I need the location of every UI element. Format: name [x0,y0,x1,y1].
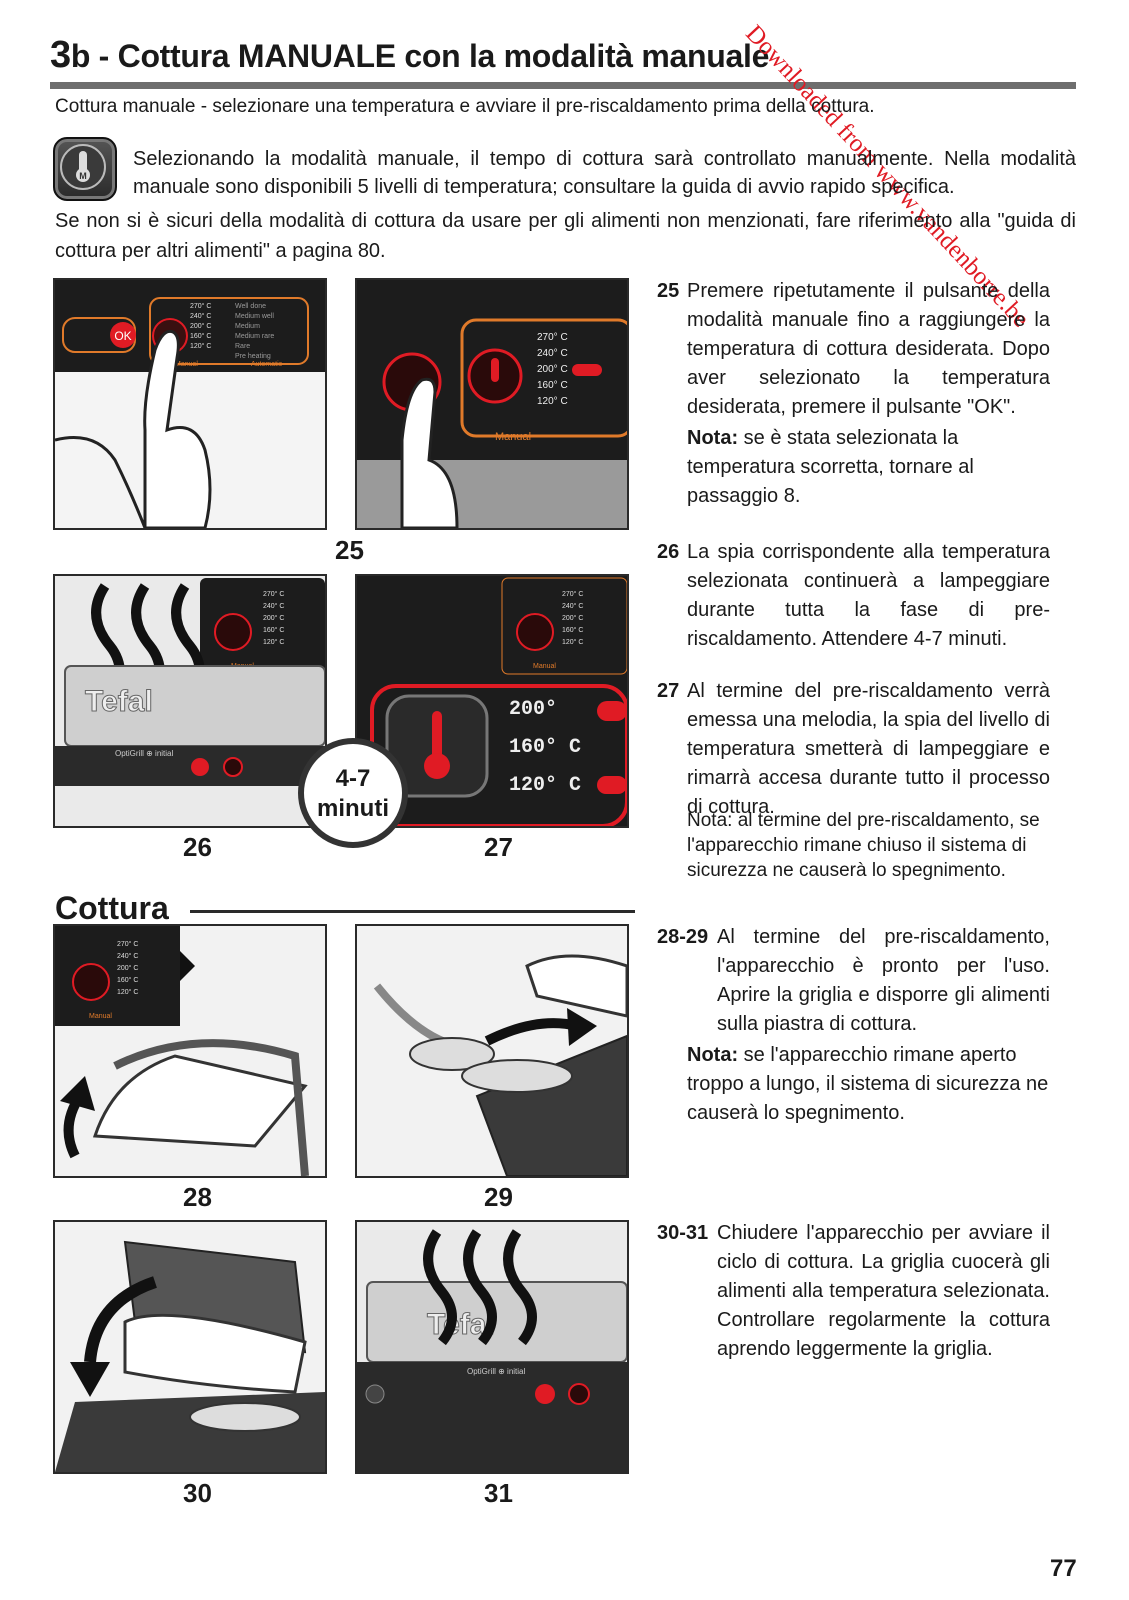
figure-28-label: 28 [183,1182,212,1212]
step-28-29-note: Nota: se l'apparecchio rimane aperto tro… [687,1041,1050,1128]
step-28-29: 28-29 Al termine del pre-riscaldamento, … [657,923,1050,1039]
manual-mode-paragraph: Selezionando la modalità manuale, il tem… [133,148,1076,198]
figure-29-label: 29 [484,1182,513,1212]
svg-text:120° C: 120° C [190,342,211,350]
step-25-note-text: se è stata selezionata la temperatura sc… [687,427,974,507]
intro-text: Cottura manuale - selezionare una temper… [55,96,875,117]
wait-time-badge: 4-7 minuti [298,738,408,848]
page-title: 3b - Cottura MANUALE con la modalità man… [50,34,770,76]
svg-text:120° C: 120° C [537,396,568,407]
step-26-text: La spia corrispondente alla temperatura … [687,541,1050,650]
svg-text:OptiGrill ⊕ initial: OptiGrill ⊕ initial [115,749,173,758]
figure-27: 270° C 240° C 200° C 160° C 120° C Manua… [355,574,629,828]
svg-text:160° C: 160° C [562,626,583,634]
step-28-29-text: Al termine del pre-riscaldamento, l'appa… [717,926,1050,1035]
figure-26-label: 26 [183,832,212,862]
svg-text:200° C: 200° C [190,322,211,330]
svg-text:200° C: 200° C [117,964,138,972]
svg-text:240° C: 240° C [117,952,138,960]
page-number: 77 [1050,1555,1077,1582]
figure-30-label: 30 [183,1478,212,1508]
svg-text:Manual: Manual [89,1013,112,1020]
figure-29 [355,924,629,1178]
svg-text:160° C: 160° C [117,976,138,984]
section-heading-cottura: Cottura [55,890,169,926]
svg-text:Manual: Manual [495,431,531,443]
svg-text:160° C: 160° C [509,736,581,759]
wait-time-unit: minuti [317,795,389,822]
svg-text:200°: 200° [509,698,557,721]
step-26-number: 26 [657,541,680,563]
step-28-29-number: 28-29 [657,926,709,948]
figure-31: Tefal OptiGrill ⊕ initial [355,1220,629,1474]
step-25: 25 Premere ripetutamente il pulsante del… [657,277,1050,422]
svg-text:270° C: 270° C [537,332,568,343]
svg-text:OptiGrill ⊕ initial: OptiGrill ⊕ initial [467,1367,525,1376]
other-foods-paragraph: Se non si è sicuri della modalità di cot… [55,210,1076,262]
figure-25-left: OK 270° C 240° C 200° C 160° C 120° C We… [53,278,327,530]
step-25-text: Premere ripetutamente il pulsante della … [687,280,1050,418]
step-27-number: 27 [657,680,680,702]
svg-text:120° C: 120° C [509,774,581,797]
svg-text:160° C: 160° C [263,626,284,634]
figure-27-label: 27 [484,832,513,862]
figure-30 [53,1220,327,1474]
figure-31-label: 31 [484,1478,513,1508]
figure-25-label: 25 [335,535,364,565]
svg-text:160° C: 160° C [190,332,211,340]
section-rule [190,910,635,913]
svg-text:120° C: 120° C [562,638,583,646]
title-rule [50,82,1076,89]
svg-text:Rare: Rare [235,343,250,350]
step-25-note-label: Nota: [687,427,739,449]
step-28-29-note-label: Nota: [687,1044,739,1066]
figure-25-right: 270° C 240° C 200° C 160° C 120° C Manua… [355,278,629,530]
figure-28: 270° C 240° C 200° C 160° C 120° C Manua… [53,924,327,1178]
step-30-31-text: Chiudere l'apparecchio per avviare il ci… [717,1222,1050,1360]
svg-text:120° C: 120° C [263,638,284,646]
svg-text:M: M [79,171,87,181]
svg-text:240° C: 240° C [562,602,583,610]
step-27-note: Nota: al termine del pre-riscaldamento, … [687,810,1040,881]
svg-text:200° C: 200° C [263,614,284,622]
svg-text:Medium rare: Medium rare [235,333,274,340]
step-30-31-number: 30-31 [657,1222,709,1244]
svg-text:240° C: 240° C [190,312,211,320]
manual-mode-thermometer-icon: M [53,137,117,201]
svg-text:270° C: 270° C [190,302,211,310]
svg-text:240° C: 240° C [537,348,568,359]
figure-26: 270° C 240° C 200° C 160° C 120° C Manua… [53,574,327,828]
step-27-text: Al termine del pre-riscaldamento verrà e… [687,680,1050,818]
svg-text:270° C: 270° C [263,590,284,598]
svg-text:270° C: 270° C [117,940,138,948]
svg-text:Medium well: Medium well [235,313,274,320]
svg-text:Tefal: Tefal [85,685,153,718]
svg-text:160° C: 160° C [537,380,568,391]
svg-text:Automatic: Automatic [251,361,283,368]
step-26: 26 La spia corrispondente alla temperatu… [657,538,1050,654]
svg-text:Manual: Manual [533,663,556,670]
svg-text:240° C: 240° C [263,602,284,610]
step-30-31: 30-31 Chiudere l'apparecchio per avviare… [657,1219,1050,1364]
step-27: 27 Al termine del pre-riscaldamento verr… [657,677,1050,822]
svg-text:OK: OK [114,329,131,343]
svg-text:Pre heating: Pre heating [235,353,271,360]
wait-time-value: 4-7 [335,765,371,792]
svg-text:Medium: Medium [235,323,260,330]
svg-text:270° C: 270° C [562,590,583,598]
step-25-note: Nota: se è stata selezionata la temperat… [687,424,1050,511]
svg-text:Well done: Well done [235,303,266,310]
svg-text:Manual: Manual [175,361,198,368]
step-28-29-note-text: se l'apparecchio rimane aperto troppo a … [687,1044,1049,1124]
svg-text:200° C: 200° C [562,614,583,622]
svg-text:120° C: 120° C [117,988,138,996]
step-25-number: 25 [657,280,680,302]
svg-text:200° C: 200° C [537,364,568,375]
